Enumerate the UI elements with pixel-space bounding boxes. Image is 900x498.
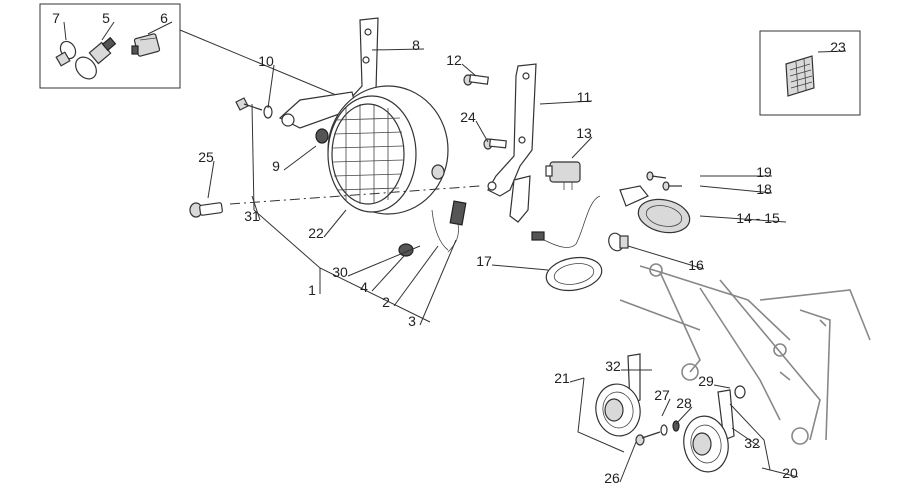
leader-line-c25: [207, 160, 215, 199]
screw-26: [635, 431, 661, 446]
horn-21: [577, 353, 641, 453]
callout-c11: 11: [577, 89, 592, 105]
leader-line-c26: [619, 441, 637, 483]
relay-13: [545, 161, 581, 190]
leader-line-c32b: [731, 427, 761, 448]
leader-line-c16: [627, 245, 705, 270]
frame: [619, 263, 871, 445]
leader-line-c11: [539, 100, 593, 105]
callout-c13: 13: [576, 125, 592, 141]
callout-c4: 4: [360, 279, 368, 295]
leader-line-c2: [393, 245, 439, 307]
small-bulb-7: [55, 40, 77, 67]
callout-c31: 31: [244, 208, 260, 224]
leader-line-c17: [491, 264, 549, 271]
callout-c24: 24: [460, 109, 476, 125]
screw-24: [483, 138, 507, 150]
leader-line-c23: [817, 50, 847, 53]
callout-c7: 7: [52, 10, 60, 26]
reflector-inset-box: [759, 30, 861, 116]
washer-27: [660, 424, 668, 436]
callout-c25: 25: [198, 149, 214, 165]
reflector-23: [785, 55, 815, 97]
callout-c10: 10: [258, 53, 274, 69]
leader-line-c4: [371, 255, 405, 292]
leader-line-c8: [371, 48, 425, 51]
washer-28: [672, 420, 680, 432]
callout-c30: 30: [332, 264, 348, 280]
headlight-wiring: [431, 200, 467, 253]
leader-line-c9: [283, 145, 317, 171]
leader-line-c21: [569, 377, 585, 383]
bolt-25: [189, 202, 223, 218]
callout-c18: 18: [756, 181, 772, 197]
bolt-10: [235, 97, 273, 119]
callout-c26: 26: [604, 470, 620, 486]
callout-c28: 28: [676, 395, 692, 411]
headlight-22: [327, 85, 449, 215]
leader-line-c7: [63, 21, 67, 41]
callout-c22: 22: [308, 225, 324, 241]
nut-29: [734, 385, 746, 399]
callout-c8: 8: [412, 37, 420, 53]
callout-c5: 5: [102, 10, 110, 26]
leader-line-c29: [713, 384, 731, 389]
callout-c23: 23: [830, 39, 846, 55]
leader-line-c14: [699, 215, 787, 223]
callout-c1: 1: [308, 282, 316, 298]
leader-line-c22: [323, 209, 347, 238]
callout-c27: 27: [654, 387, 670, 403]
screw-18: [662, 181, 682, 191]
callout-c20: 20: [782, 465, 798, 481]
callout-c6: 6: [160, 10, 168, 26]
main-bulb-5: [75, 36, 117, 80]
callout-c14: 14 - 15: [736, 210, 780, 226]
leader-line-c10: [267, 64, 275, 109]
callout-c3: 3: [408, 313, 416, 329]
bulb-16: [608, 232, 629, 252]
leader-line-c6: [147, 21, 173, 35]
socket-6: [131, 33, 161, 57]
leader-line-c5: [101, 21, 115, 41]
callout-c12: 12: [446, 52, 462, 68]
callout-c2: 2: [382, 294, 390, 310]
callout-c16: 16: [688, 257, 704, 273]
spacer-9: [315, 128, 329, 144]
callout-c32b: 32: [744, 435, 760, 451]
turn-signal-14-15: [531, 185, 691, 248]
lens-17: [545, 256, 603, 292]
screw-19: [646, 171, 667, 181]
callout-c17: 17: [476, 253, 492, 269]
leader-line-c13: [571, 136, 593, 159]
callout-c9: 9: [272, 158, 280, 174]
leader-line-c30: [347, 245, 421, 277]
callout-c32a: 32: [605, 358, 621, 374]
lamp-bracket-11: [487, 63, 537, 223]
bulb-inset-box: [39, 3, 181, 89]
callout-c29: 29: [698, 373, 714, 389]
callout-c19: 19: [756, 164, 772, 180]
leader-line-c12: [461, 63, 477, 77]
screw-12: [463, 74, 490, 86]
leader-line-c31: [251, 195, 261, 221]
callout-c21: 21: [554, 370, 570, 386]
leader-line-c27: [661, 398, 671, 417]
leader-line-c18: [699, 185, 773, 194]
leader-line-c3: [419, 239, 457, 326]
leader-line-c24: [475, 120, 489, 143]
leader-line-c20: [761, 467, 799, 478]
horn-20: [683, 389, 771, 473]
leader-line-c28: [675, 406, 693, 425]
